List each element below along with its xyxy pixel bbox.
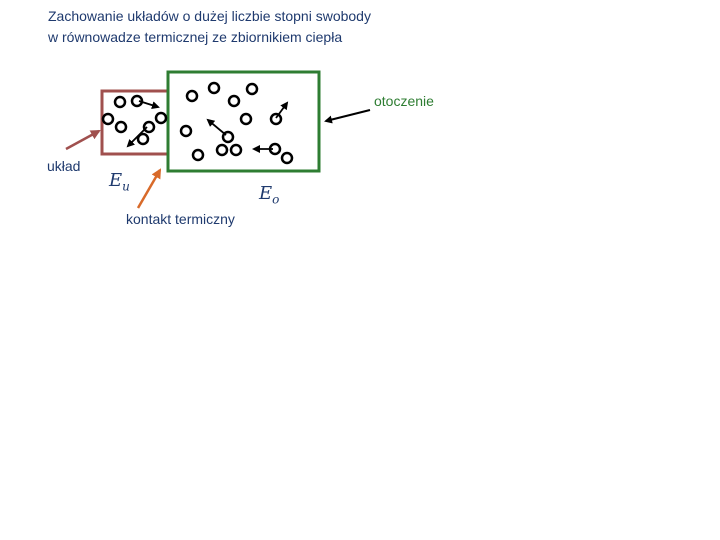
particle [101,112,115,126]
environment-particles [179,81,294,165]
particle [269,112,283,126]
particle [280,151,294,165]
particle [114,120,128,134]
title-line-1: Zachowanie układów o dużej liczbie stopn… [48,8,371,24]
system-label: układ [47,158,81,174]
velocity-arrows [126,100,289,153]
velocity-arrow [206,118,227,136]
system-pointer-arrow [65,129,101,151]
particle [130,94,144,108]
particle [245,82,259,96]
particle [207,81,221,95]
particle [179,124,193,138]
particle [239,112,253,126]
velocity-arrow [138,100,160,110]
velocity-arrow [126,126,148,148]
particle [185,89,199,103]
particle [142,120,156,134]
title-line-2: w równowadze termicznej ze zbiornikiem c… [48,29,343,45]
contact-pointer-arrow [136,168,162,209]
particle [191,148,205,162]
particle [154,111,168,125]
velocity-arrow [275,101,289,119]
particle [215,143,229,157]
environment-box [166,70,321,173]
system-particles [101,94,168,146]
thermal-contact-label: kontakt termiczny [126,211,235,227]
system-energy-symbol: Eu [109,170,130,194]
environment-pointer-arrow [324,109,371,124]
particle [136,132,150,146]
particle [229,143,243,157]
particle [227,94,241,108]
slide-title: Zachowanie układów o dużej liczbie stopn… [48,6,371,48]
environment-label: otoczenie [374,93,434,109]
environment-energy-symbol: Eo [259,183,280,207]
particle [113,95,127,109]
